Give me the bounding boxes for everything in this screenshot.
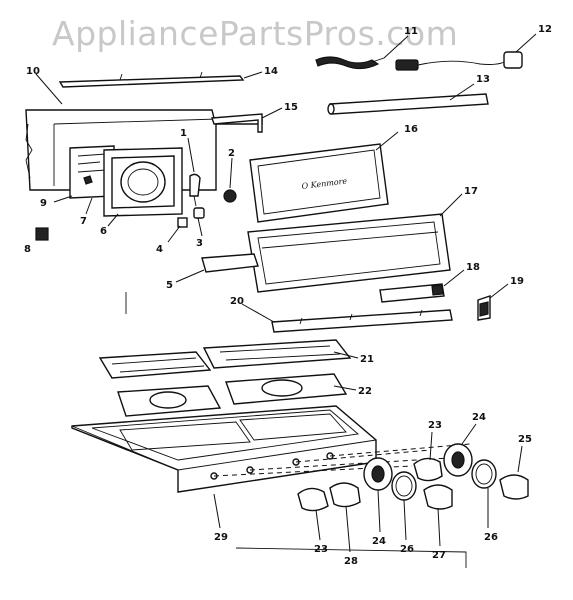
callout-21: 21 xyxy=(360,354,374,365)
part-8-block xyxy=(35,227,49,241)
callout-22: 22 xyxy=(358,386,372,397)
part-17-door-frame xyxy=(247,213,451,293)
part-4-nut xyxy=(177,217,188,228)
callout-5: 5 xyxy=(166,280,173,291)
callout-18: 18 xyxy=(466,262,480,273)
callout-24-left: 24 xyxy=(372,536,386,547)
part-15-bracket xyxy=(211,113,263,133)
part-5-hinge-bracket xyxy=(201,253,259,273)
callout-10: 10 xyxy=(26,66,40,77)
part-22-burner-tops xyxy=(117,373,348,417)
callout-24-right: 24 xyxy=(472,412,486,423)
callout-13: 13 xyxy=(476,74,490,85)
part-26-ring-right xyxy=(471,459,497,489)
callout-25: 25 xyxy=(518,434,532,445)
callout-7: 7 xyxy=(80,216,87,227)
part-6-window-assembly xyxy=(103,147,183,217)
part-27-knob xyxy=(423,484,453,510)
part-12-power-cord xyxy=(395,51,523,71)
part-19-clip xyxy=(477,295,491,321)
callout-3: 3 xyxy=(196,238,203,249)
callout-20: 20 xyxy=(230,296,244,307)
callout-12: 12 xyxy=(538,24,552,35)
callout-17: 17 xyxy=(464,186,478,197)
callout-23-left: 23 xyxy=(314,544,328,555)
part-26-ring-left xyxy=(391,471,417,501)
part-18-handle xyxy=(379,283,445,303)
watermark-logo: AppliancePartsPros.com xyxy=(52,14,459,53)
part-24-bezel-left xyxy=(363,457,393,491)
part-25-knob xyxy=(499,474,529,500)
part-23-knob-left xyxy=(297,487,329,512)
part-29-cooktop-body xyxy=(71,405,377,493)
part-14-top-rail xyxy=(58,71,245,88)
callout-4: 4 xyxy=(156,244,163,255)
callout-6: 6 xyxy=(100,226,107,237)
callout-14: 14 xyxy=(264,66,278,77)
part-16-door-panel: O Kenmore xyxy=(249,143,389,223)
part-1-switch xyxy=(189,173,201,207)
part-28-knob xyxy=(329,482,361,508)
callout-1: 1 xyxy=(180,128,187,139)
part-11-wiring-harness xyxy=(315,56,385,70)
callout-8: 8 xyxy=(24,244,31,255)
callout-28: 28 xyxy=(344,556,358,567)
part-3-clip xyxy=(193,207,205,219)
part-23-knob-right xyxy=(413,457,443,482)
callout-15: 15 xyxy=(284,102,298,113)
callout-26-right: 26 xyxy=(484,532,498,543)
part-21-burner-grate xyxy=(98,339,352,379)
callout-26-left: 26 xyxy=(400,544,414,555)
callout-29: 29 xyxy=(214,532,228,543)
callout-2: 2 xyxy=(228,148,235,159)
callout-23-right: 23 xyxy=(428,420,442,431)
callout-27: 27 xyxy=(432,550,446,561)
part-2-knob xyxy=(223,189,237,203)
callout-16: 16 xyxy=(404,124,418,135)
callout-11: 11 xyxy=(404,26,418,37)
part-20-rail xyxy=(271,309,453,333)
part-13-tube-bar xyxy=(327,93,489,115)
callout-19: 19 xyxy=(510,276,524,287)
part-24-bezel-right xyxy=(443,443,473,477)
callout-9: 9 xyxy=(40,198,47,209)
